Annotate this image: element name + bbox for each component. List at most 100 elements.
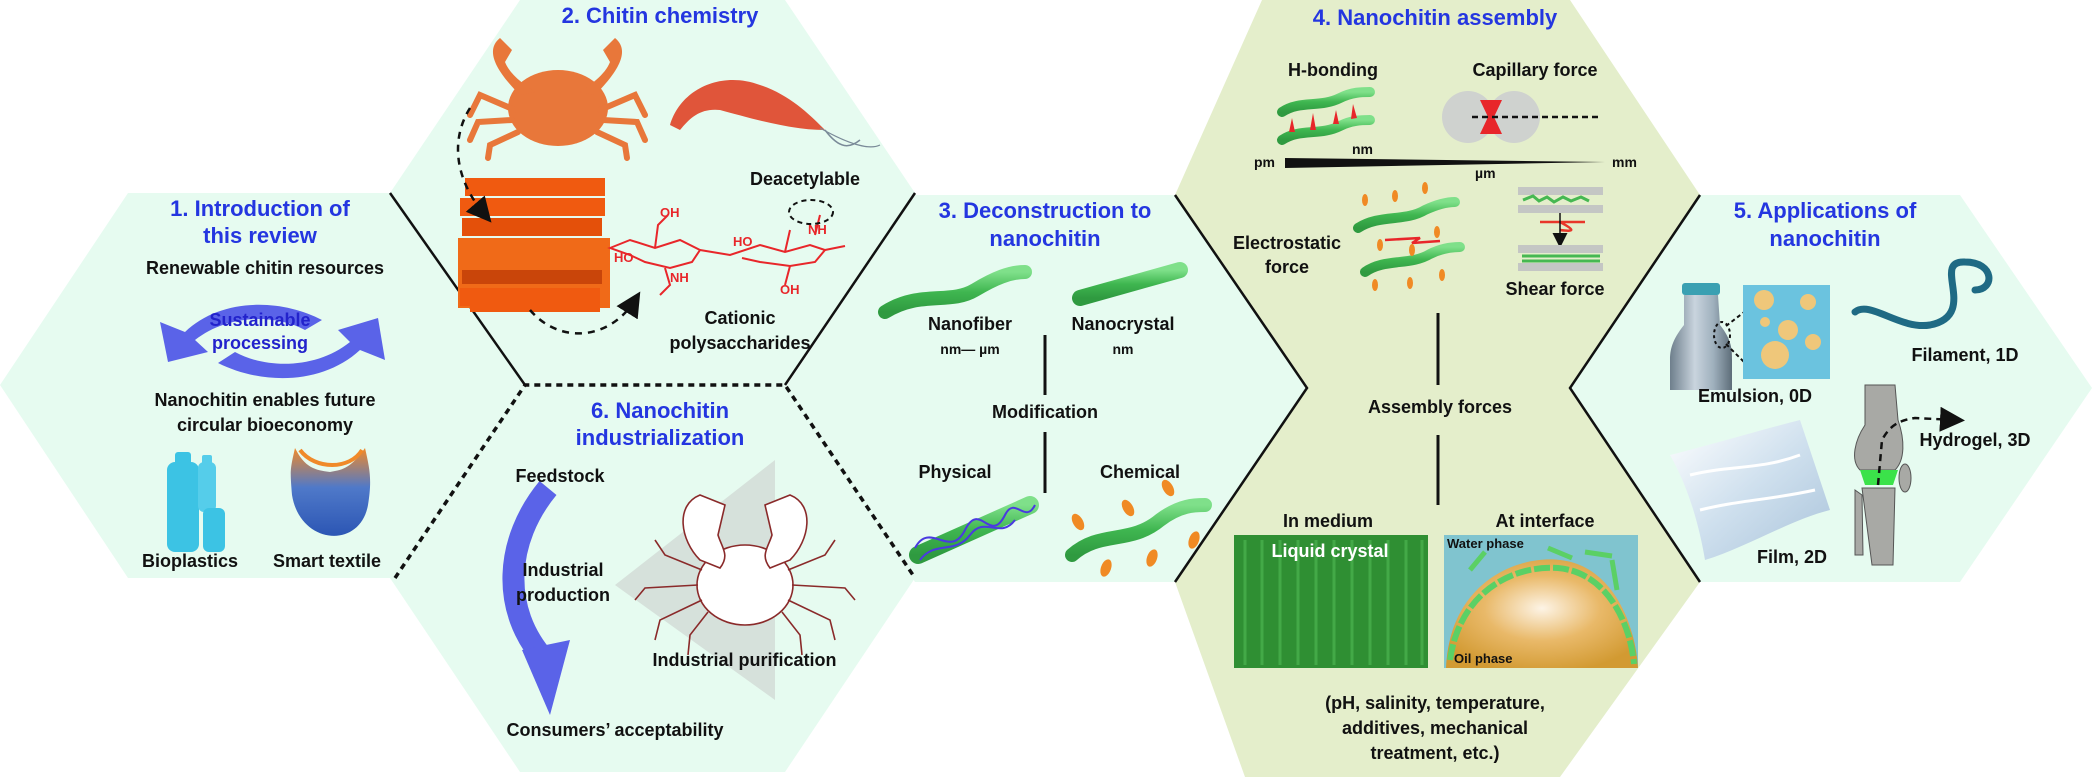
- dashed-arrow-fibrils-to-structure: [529, 291, 641, 335]
- nanocrystal-icon: [1072, 262, 1188, 306]
- industrial-production-label-line-1: Industrial: [522, 560, 604, 580]
- length-scale-wedge: [1285, 158, 1605, 168]
- nanofiber-scale-label: nm— µm: [940, 341, 1000, 357]
- dashed-arrow-crab-to-fibrils: [456, 107, 492, 223]
- panel-2-title: 2. Chitin chemistry: [561, 3, 759, 28]
- emulsion-label: Emulsion, 0D: [1697, 386, 1813, 406]
- border-2-3: [783, 192, 917, 386]
- capillary-force-icon: [1442, 91, 1602, 143]
- scale-um-label: µm: [1475, 165, 1496, 181]
- panel-6-title-line-1: 6. Nanochitin: [590, 398, 730, 423]
- crab-icon: [467, 38, 648, 161]
- bioplastics-label: Bioplastics: [141, 551, 239, 571]
- modification-label: Modification: [992, 402, 1098, 422]
- panel-3-title-line-1: 3. Deconstruction to: [938, 198, 1152, 223]
- scale-mm-label: mm: [1612, 154, 1637, 170]
- border-4-5: [1568, 194, 1702, 583]
- panel-5-title-line-1: 5. Applications of: [1733, 198, 1917, 223]
- purification-arrow-shadow: [615, 460, 775, 700]
- nanofiber-label: Nanofiber: [927, 314, 1012, 334]
- liquid-crystal-image: [1234, 535, 1428, 668]
- chem-atom-ho-right: HO: [733, 234, 753, 249]
- panel-4-title: 4. Nanochitin assembly: [1312, 5, 1558, 30]
- deacetylable-group-highlight: [788, 199, 834, 225]
- panel-1-intro-hexagon: [0, 193, 525, 578]
- at-interface-label: At interface: [1495, 511, 1595, 531]
- water-phase-label: Water phase: [1447, 536, 1524, 551]
- chem-atom-nh-upper: NH: [808, 222, 827, 237]
- assembly-conditions-line-3: treatment, etc.): [1370, 743, 1500, 763]
- bioplastics-bottles-icon: [167, 452, 225, 552]
- consumers-acceptability-label: Consumers’ acceptability: [506, 720, 724, 740]
- scale-pm-label: pm: [1254, 154, 1275, 170]
- chem-atom-oh-bottom: OH: [780, 282, 800, 297]
- electrostatic-force-icon: [1353, 182, 1465, 291]
- renewable-resources-label: Renewable chitin resources: [145, 258, 385, 278]
- cationic-polysaccharides-label-line-2: polysaccharides: [669, 333, 811, 353]
- panel-1-title-line-2: this review: [203, 223, 317, 248]
- panel-6-title-line-2: industrialization: [575, 425, 745, 450]
- shear-force-icon: [1518, 187, 1603, 271]
- border-3-4: [1173, 194, 1309, 583]
- industrialization-flow-arrow: [502, 480, 557, 668]
- h-bonding-label: H-bonding: [1288, 60, 1378, 80]
- scale-nm-label: nm: [1352, 141, 1373, 157]
- h-bonding-icon: [1277, 87, 1375, 145]
- capillary-force-label: Capillary force: [1472, 60, 1598, 80]
- smart-textile-label: Smart textile: [272, 551, 382, 571]
- nanocrystal-label: Nanocrystal: [1071, 314, 1175, 334]
- panel-5-title-line-2: nanochitin: [1769, 226, 1881, 251]
- in-medium-label: In medium: [1282, 511, 1373, 531]
- circular-bioeconomy-label-line-2: circular bioeconomy: [176, 415, 354, 435]
- assembly-conditions-line-2: additives, mechanical: [1341, 718, 1529, 738]
- chem-atom-ho-left: HO: [614, 250, 634, 265]
- industrialization-arrow-head: [522, 640, 570, 715]
- oil-phase-label: Oil phase: [1454, 651, 1513, 666]
- physical-label: Physical: [918, 462, 992, 482]
- filament-icon: [1851, 258, 1993, 330]
- hydrogel-label: Hydrogel, 3D: [1919, 430, 2031, 450]
- nanocrystal-scale-label: nm: [1112, 341, 1134, 357]
- chem-atom-oh-top: OH: [660, 205, 680, 220]
- chemical-label: Chemical: [1099, 462, 1181, 482]
- sustainable-cycle-arrows: [160, 304, 385, 379]
- emulsion-bottle-icon: [1670, 283, 1753, 390]
- chemical-modification-icon: [1065, 479, 1212, 577]
- circular-bioeconomy-label-line-1: Nanochitin enables future: [154, 390, 376, 410]
- cationic-polysaccharides-label-line-1: Cationic: [704, 308, 776, 328]
- chem-atom-nh-lower: NH: [670, 270, 689, 285]
- shear-force-label: Shear force: [1505, 279, 1605, 299]
- assembly-conditions-line-1: (pH, salinity, temperature,: [1325, 693, 1545, 713]
- filament-label: Filament, 1D: [1911, 345, 2019, 365]
- chitin-chemical-structure: [607, 214, 846, 296]
- emulsion-droplets-panel: [1743, 285, 1830, 379]
- industrial-purification-label: Industrial purification: [652, 650, 837, 670]
- pickering-interface-image: [1444, 535, 1638, 668]
- panel-6-dashed-border: [393, 383, 917, 579]
- chitin-microfibril-stack-icon: [458, 178, 610, 312]
- outline-crab-icon: [634, 494, 856, 656]
- electrostatic-force-label-line-1: Electrostatic: [1232, 233, 1342, 253]
- shrimp-icon: [670, 79, 881, 148]
- panel-borders: [388, 192, 1702, 583]
- assembly-forces-label: Assembly forces: [1367, 397, 1513, 417]
- physical-modification-icon: [909, 496, 1039, 564]
- cycle-arrow-left: [160, 304, 322, 362]
- sustainable-processing-label-line-2: processing: [211, 333, 309, 353]
- panel-3-title-line-2: nanochitin: [989, 226, 1101, 251]
- knee-joint-hydrogel-icon: [1854, 384, 1965, 566]
- industrial-production-label-line-2: production: [516, 585, 610, 605]
- smart-textile-icon: [290, 448, 371, 536]
- feedstock-label: Feedstock: [515, 466, 605, 486]
- cycle-arrow-right: [218, 318, 385, 379]
- electrostatic-force-label-line-2: force: [1264, 257, 1309, 277]
- liquid-crystal-label: Liquid crystal: [1271, 541, 1389, 561]
- film-label: Film, 2D: [1756, 547, 1827, 567]
- sustainable-processing-label-line-1: Sustainable: [209, 310, 311, 330]
- nanofiber-icon: [878, 265, 1032, 319]
- panel-1-title-line-1: 1. Introduction of: [170, 196, 350, 221]
- deacetylable-label: Deacetylable: [749, 169, 861, 189]
- film-icon: [1670, 420, 1830, 560]
